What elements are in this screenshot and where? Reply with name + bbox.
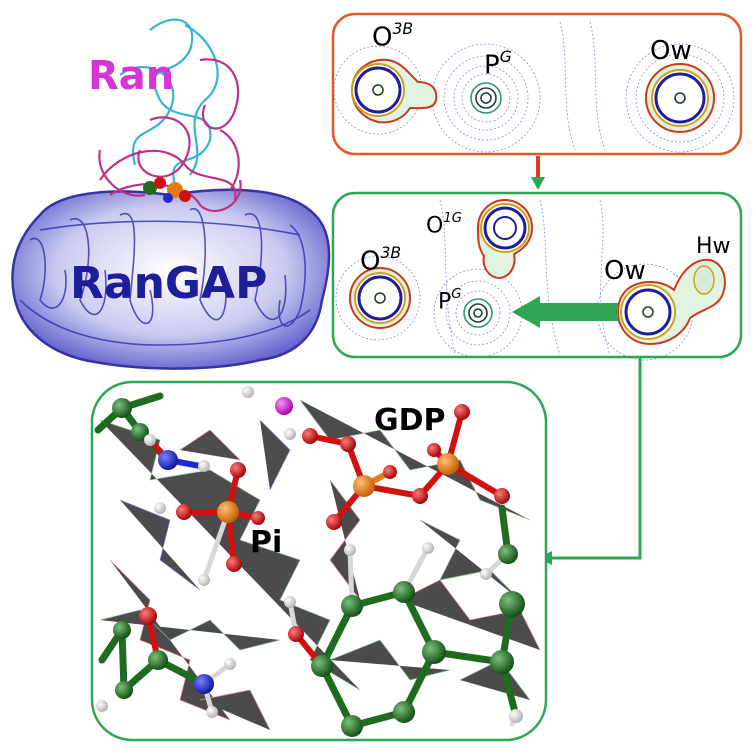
carbon-atom — [498, 544, 518, 564]
hydrogen-atom — [198, 460, 210, 472]
panel-top-frame — [331, 12, 743, 156]
oxygen-atom — [340, 436, 356, 452]
oxygen-atom — [427, 443, 441, 457]
oxygen-atom — [230, 462, 246, 478]
oxygen-atom — [326, 514, 342, 530]
atom-o3b-top — [350, 58, 438, 124]
carbon-atom — [341, 595, 363, 617]
molecule-atoms — [96, 386, 525, 737]
oxygen-atom — [176, 504, 192, 520]
carbon-atom — [393, 701, 415, 723]
oxygen-atom — [494, 488, 510, 504]
carbon-atom — [115, 681, 133, 699]
hydrogen-atom — [422, 542, 434, 554]
top-pg-label: PG — [484, 47, 512, 81]
hydrogen-atom — [144, 434, 156, 446]
gdp-label: GDP — [374, 403, 446, 438]
atom-o1g-middle — [476, 198, 534, 280]
atom-pg-top — [470, 82, 502, 114]
oxygen-atom — [412, 488, 428, 504]
carbon-atom — [341, 715, 363, 737]
rangap-label: RanGAP — [70, 258, 268, 309]
hydrogen-atom — [344, 544, 356, 556]
carbon-atom — [311, 655, 333, 677]
middle-o1g-label: O1G — [426, 211, 462, 239]
hydrogen-atom — [284, 428, 296, 440]
middle-ow-label: Ow — [604, 256, 646, 286]
phosphorus-atom — [353, 475, 375, 497]
atom-o3b-middle — [349, 267, 411, 329]
hydrogen-atom — [96, 700, 108, 712]
top-o3b-label: O3B — [372, 19, 414, 53]
middle-hw-label: Hw — [696, 234, 731, 259]
carbon-atom — [499, 591, 525, 617]
hydrogen-atom — [480, 568, 492, 580]
oxygen-atom — [226, 556, 242, 572]
carbon-atom — [393, 581, 415, 603]
hydrogen-atom — [198, 574, 210, 586]
ran-label: Ran — [88, 53, 175, 99]
carbon-atom — [148, 650, 168, 670]
hydrogen-atom — [154, 502, 166, 514]
panel-bottom-frame — [90, 380, 548, 742]
magnesium-ion — [275, 397, 293, 415]
oxygen-atom — [288, 626, 304, 642]
oxygen-atom — [139, 607, 157, 625]
atom-ow-top — [645, 63, 715, 133]
rangap-helices — [19, 207, 311, 346]
carbon-atom — [131, 423, 149, 441]
nitrogen-atom — [158, 450, 178, 470]
carbon-atom — [490, 650, 514, 674]
oxygen-atom — [302, 428, 318, 444]
hydrogen-atom — [224, 658, 236, 670]
oxygen-atom — [251, 511, 265, 525]
oxygen-atom — [383, 465, 397, 479]
carbon-atom — [113, 621, 131, 639]
bound-nucleotide — [143, 177, 191, 203]
phosphorus-atom — [217, 501, 239, 523]
hydrogen-atom — [509, 709, 523, 723]
atom-pg-middle — [463, 298, 493, 328]
nitrogen-atom — [194, 674, 214, 694]
carbon-atom — [422, 640, 446, 664]
contour-background-top — [333, 21, 735, 153]
middle-pg-label: PG — [438, 287, 462, 315]
top-ow-label: Ow — [650, 36, 692, 66]
phosphorus-atom — [437, 453, 459, 475]
hydrogen-atom — [284, 596, 296, 608]
hydrogen-atom — [242, 386, 254, 398]
middle-o3b-label: O3B — [360, 243, 402, 277]
ran-ribbons — [98, 18, 242, 212]
carbon-atom — [112, 398, 132, 418]
pi-label: Pi — [250, 525, 283, 560]
arrow-ow-to-pg — [512, 296, 618, 328]
atom-ow-hw-middle — [616, 258, 726, 346]
hydrogen-atom — [206, 706, 218, 718]
oxygen-atom — [454, 404, 470, 420]
